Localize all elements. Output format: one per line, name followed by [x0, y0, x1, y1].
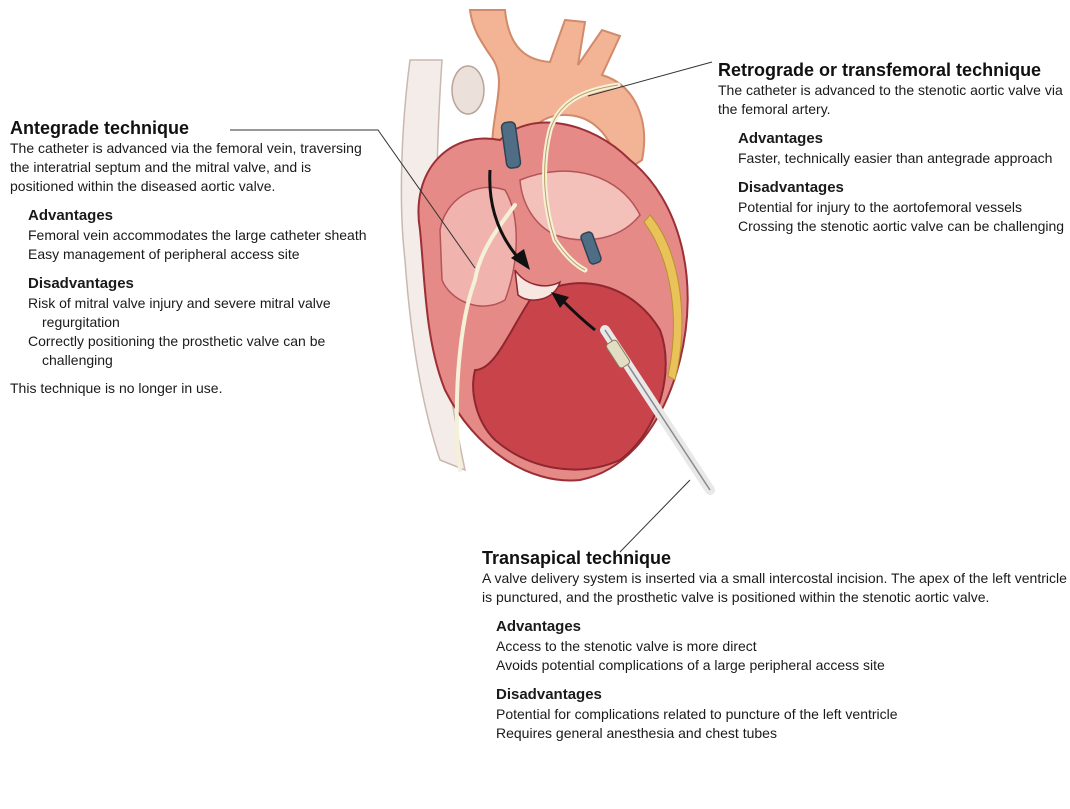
transapical-advantages-heading: Advantages [496, 617, 1067, 636]
transapical-disadvantages: Disadvantages Potential for complication… [496, 685, 1067, 743]
antegrade-disadvantages: Disadvantages Risk of mitral valve injur… [28, 274, 375, 370]
retrograde-title: Retrograde or transfemoral technique [718, 60, 1068, 81]
antegrade-advantages-heading: Advantages [28, 206, 375, 225]
transapical-disadvantages-heading: Disadvantages [496, 685, 1067, 704]
transapical-title: Transapical technique [482, 548, 1067, 569]
list-item: Potential for injury to the aortofemoral… [738, 198, 1068, 217]
retrograde-leader [588, 62, 712, 96]
transapical-advantages: Advantages Access to the stenotic valve … [496, 617, 1067, 675]
retrograde-advantages: Advantages Faster, technically easier th… [738, 129, 1068, 168]
antegrade-note: This technique is no longer in use. [10, 379, 375, 398]
antegrade-disadvantages-heading: Disadvantages [28, 274, 375, 293]
list-item: Correctly positioning the prosthetic val… [28, 332, 375, 370]
list-item: Crossing the stenotic aortic valve can b… [738, 217, 1068, 236]
list-item: Access to the stenotic valve is more dir… [496, 637, 1067, 656]
antegrade-intro: The catheter is advanced via the femoral… [10, 139, 375, 196]
list-item: Femoral vein accommodates the large cath… [28, 226, 375, 245]
transapical-panel: Transapical technique A valve delivery s… [482, 548, 1067, 743]
retrograde-disadvantages: Disadvantages Potential for injury to th… [738, 178, 1068, 236]
list-item: Potential for complications related to p… [496, 705, 1067, 724]
list-item: Easy management of peripheral access sit… [28, 245, 375, 264]
retrograde-advantages-heading: Advantages [738, 129, 1068, 148]
antegrade-advantages: Advantages Femoral vein accommodates the… [28, 206, 375, 264]
retrograde-disadvantages-heading: Disadvantages [738, 178, 1068, 197]
antegrade-panel: Antegrade technique The catheter is adva… [10, 118, 375, 398]
transapical-leader [620, 480, 690, 552]
retrograde-panel: Retrograde or transfemoral technique The… [718, 60, 1068, 236]
retrograde-intro: The catheter is advanced to the stenotic… [718, 81, 1068, 119]
antegrade-title: Antegrade technique [10, 118, 375, 139]
list-item: Faster, technically easier than antegrad… [738, 149, 1068, 168]
list-item: Risk of mitral valve injury and severe m… [28, 294, 375, 332]
list-item: Avoids potential complications of a larg… [496, 656, 1067, 675]
list-item: Requires general anesthesia and chest tu… [496, 724, 1067, 743]
transapical-intro: A valve delivery system is inserted via … [482, 569, 1067, 607]
